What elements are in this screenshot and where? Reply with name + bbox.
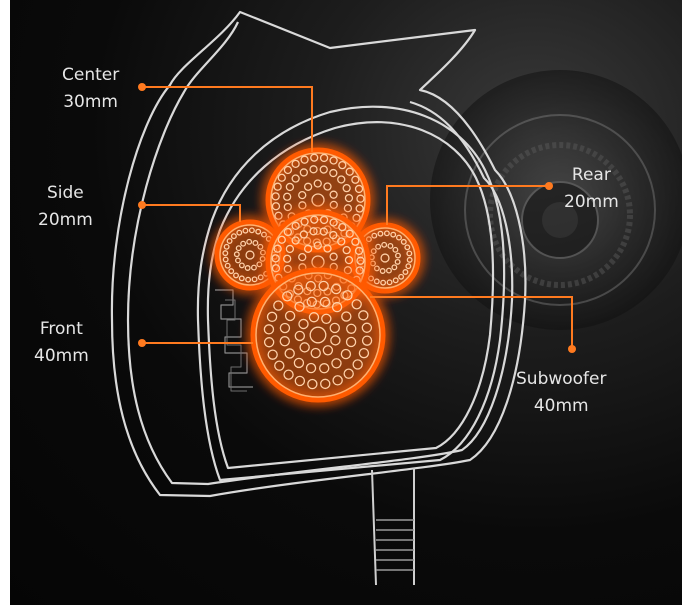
- front-name: Front: [39, 319, 83, 339]
- front-driver-label: Front 40mm: [34, 316, 89, 370]
- subwoofer-driver-label: Subwoofer 40mm: [516, 366, 607, 420]
- subwoofer-size: 40mm: [533, 396, 589, 416]
- diagram-stage: Center 30mm Side 20mm Rear 20mm Front 40…: [10, 0, 682, 605]
- center-name: Center: [62, 65, 120, 85]
- rear-name: Rear: [571, 165, 611, 185]
- ear-cup-outline: [110, 10, 527, 498]
- center-callout-dot: [138, 83, 146, 91]
- front-callout: [138, 339, 253, 347]
- front-driver: [250, 267, 386, 403]
- center-size: 30mm: [63, 92, 118, 112]
- side-callout-dot: [138, 201, 146, 209]
- side-size: 20mm: [38, 210, 93, 230]
- center-callout: [138, 83, 313, 152]
- side-callout: [138, 201, 241, 222]
- subwoofer-callout: [370, 296, 576, 353]
- center-driver-label: Center 30mm: [62, 62, 119, 116]
- rear-callout: [386, 182, 553, 225]
- rear-driver-label: Rear 20mm: [564, 162, 619, 216]
- front-size: 40mm: [34, 346, 89, 366]
- side-name: Side: [47, 183, 84, 203]
- rear-callout-dot: [545, 182, 553, 190]
- front-callout-dot: [138, 339, 146, 347]
- subwoofer-callout-dot: [568, 345, 576, 353]
- rear-size: 20mm: [564, 192, 619, 212]
- cable: [371, 468, 415, 586]
- headphone-diagram: [110, 10, 682, 586]
- subwoofer-name: Subwoofer: [516, 369, 607, 389]
- background-speaker: [430, 70, 682, 330]
- side-driver-label: Side 20mm: [38, 180, 93, 234]
